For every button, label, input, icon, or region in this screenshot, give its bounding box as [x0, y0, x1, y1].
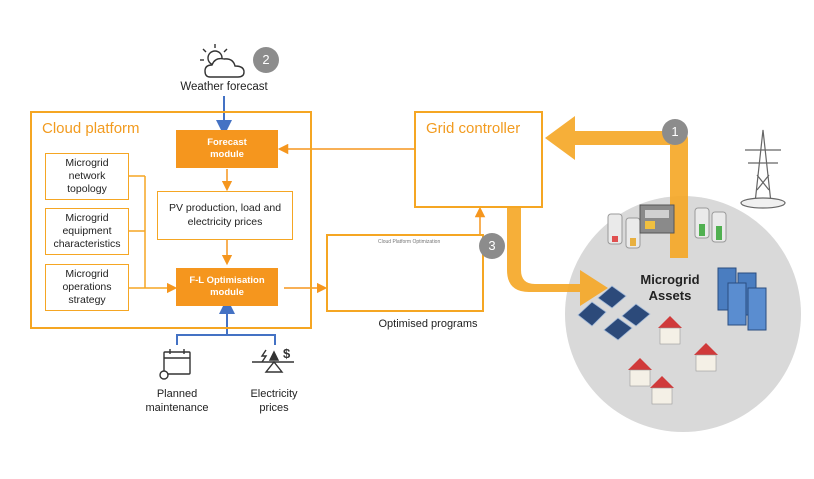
controller-step-badge: 1	[662, 119, 688, 145]
generator-icon	[639, 204, 675, 234]
microgrid-to-controller-big-arrow	[545, 116, 688, 258]
strategy-line3: strategy	[68, 294, 106, 306]
chart-title: Cloud Platform Optimization	[378, 239, 441, 245]
strategy-line1: Microgrid	[65, 268, 109, 280]
weather-forecast-label: Weather forecast	[180, 81, 268, 93]
pv-box-line2: electricity prices	[187, 216, 263, 228]
power-pylon-icon	[740, 129, 786, 209]
optimised-programs-box	[326, 234, 484, 312]
optimised-programs-label: Optimised programs	[378, 318, 478, 330]
maintenance-line2: maintenance	[145, 402, 209, 414]
pv-production-box: PV production, load and electricity pric…	[157, 191, 293, 240]
forecast-module: Forecast module	[176, 130, 278, 168]
cloud-platform-box	[30, 111, 312, 329]
forecast-module-line2: module	[210, 149, 244, 160]
strategy-line2: operations	[62, 281, 112, 293]
network-topology-box: Microgrid network topology	[45, 153, 129, 200]
weather-cloud-sun-icon	[200, 44, 245, 78]
microgrid-circle	[565, 196, 801, 432]
topology-line1: Microgrid	[65, 157, 109, 169]
weather-step-badge: 2	[253, 47, 279, 73]
controller-to-microgrid-big-arrow	[507, 208, 608, 306]
house-icon	[628, 316, 718, 405]
grid-controller-box	[414, 111, 543, 208]
microgrid-line2: Assets	[648, 288, 692, 303]
electricity-prices-label: Electricity prices	[234, 387, 314, 415]
server-rack-icon	[717, 267, 767, 331]
equipment-characteristics-box: Microgrid equipment characteristics	[45, 208, 129, 255]
inputs-to-optimisation-arrow	[176, 334, 276, 345]
optimisation-module-line1: F-L Optimisation	[189, 275, 265, 286]
planned-maintenance-label: Planned maintenance	[132, 387, 222, 415]
forecast-module-line1: Forecast	[207, 137, 247, 148]
equipment-line1: Microgrid	[65, 212, 109, 224]
topology-line2: network	[68, 170, 106, 182]
solar-panel-icon	[577, 285, 651, 341]
prices-line2: prices	[259, 402, 289, 414]
microgrid-assets-label: Microgrid Assets	[632, 272, 708, 304]
operations-strategy-box: Microgrid operations strategy	[45, 264, 129, 311]
equipment-line3: characteristics	[53, 238, 121, 250]
scale-price-icon	[252, 349, 294, 373]
grid-controller-title: Grid controller	[426, 120, 521, 137]
programs-step-badge: 3	[479, 233, 505, 259]
dollar-sign-icon: $	[283, 346, 291, 361]
microgrid-line1: Microgrid	[640, 272, 700, 287]
cloud-platform-title: Cloud platform	[42, 120, 140, 137]
optimisation-module-line2: module	[210, 287, 244, 298]
maintenance-line1: Planned	[156, 388, 198, 400]
pv-box-line1: PV production, load and	[168, 202, 282, 214]
topology-line3: topology	[67, 183, 107, 195]
prices-line1: Electricity	[250, 388, 298, 400]
equipment-line2: equipment	[62, 225, 112, 237]
calendar-gear-icon	[159, 349, 191, 380]
battery-icon	[607, 207, 727, 249]
optimisation-module: F-L Optimisation module	[176, 268, 278, 306]
